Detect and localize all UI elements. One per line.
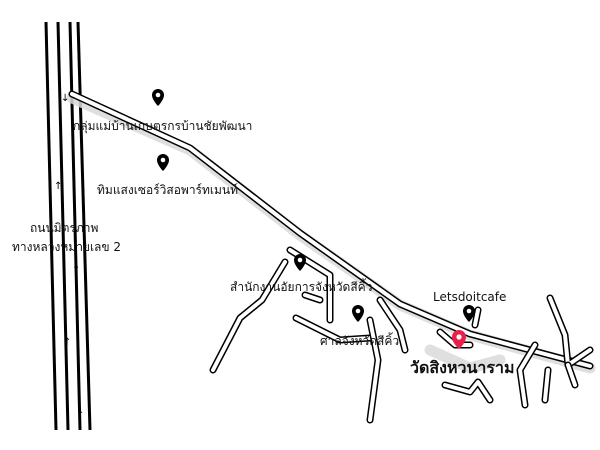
map-pin-icon[interactable] (152, 89, 164, 106)
arrow-up-icon: ↑ (54, 181, 63, 192)
label-prosecutor-office: สำนักงานอัยการจังหวัดสีคิ้ว (230, 280, 373, 294)
destination-pin-icon[interactable] (452, 330, 466, 349)
side-roads-east (424, 294, 594, 409)
label-court: ศาลจังหวัดสีคิ้ว (320, 334, 400, 348)
arrow-down-icon: ↓ (72, 261, 81, 272)
highway-mittraphap (44, 21, 92, 431)
label-highway-number: ทางหลวงหมายเลข 2 (12, 240, 122, 254)
arrow-up-icon: ↑ (63, 337, 72, 348)
main-road-halo (66, 92, 596, 374)
map-pin-icon[interactable] (463, 305, 475, 322)
map-pin-icon[interactable] (157, 154, 169, 171)
arrow-down-icon: ↓ (61, 93, 70, 104)
label-letsdoitcafe: Letsdoitcafe (433, 290, 507, 304)
label-wat-singhawanaram: วัดสิงหวนาราม (410, 358, 515, 377)
label-highway-name: ถนนมิตรภาพ (30, 221, 99, 235)
map-pin-icon[interactable] (352, 305, 364, 322)
label-farmers-group: กลุ่มแม่บ้านเกษตรกรบ้านชัยพัฒนา (73, 119, 253, 133)
arrow-down-icon: ↓ (76, 406, 85, 417)
label-tim-saeng-apartment: ทิมแสงเซอร์วิสอพาร์ทเมนท์ (97, 183, 239, 197)
map-pin-icon[interactable] (294, 254, 306, 271)
